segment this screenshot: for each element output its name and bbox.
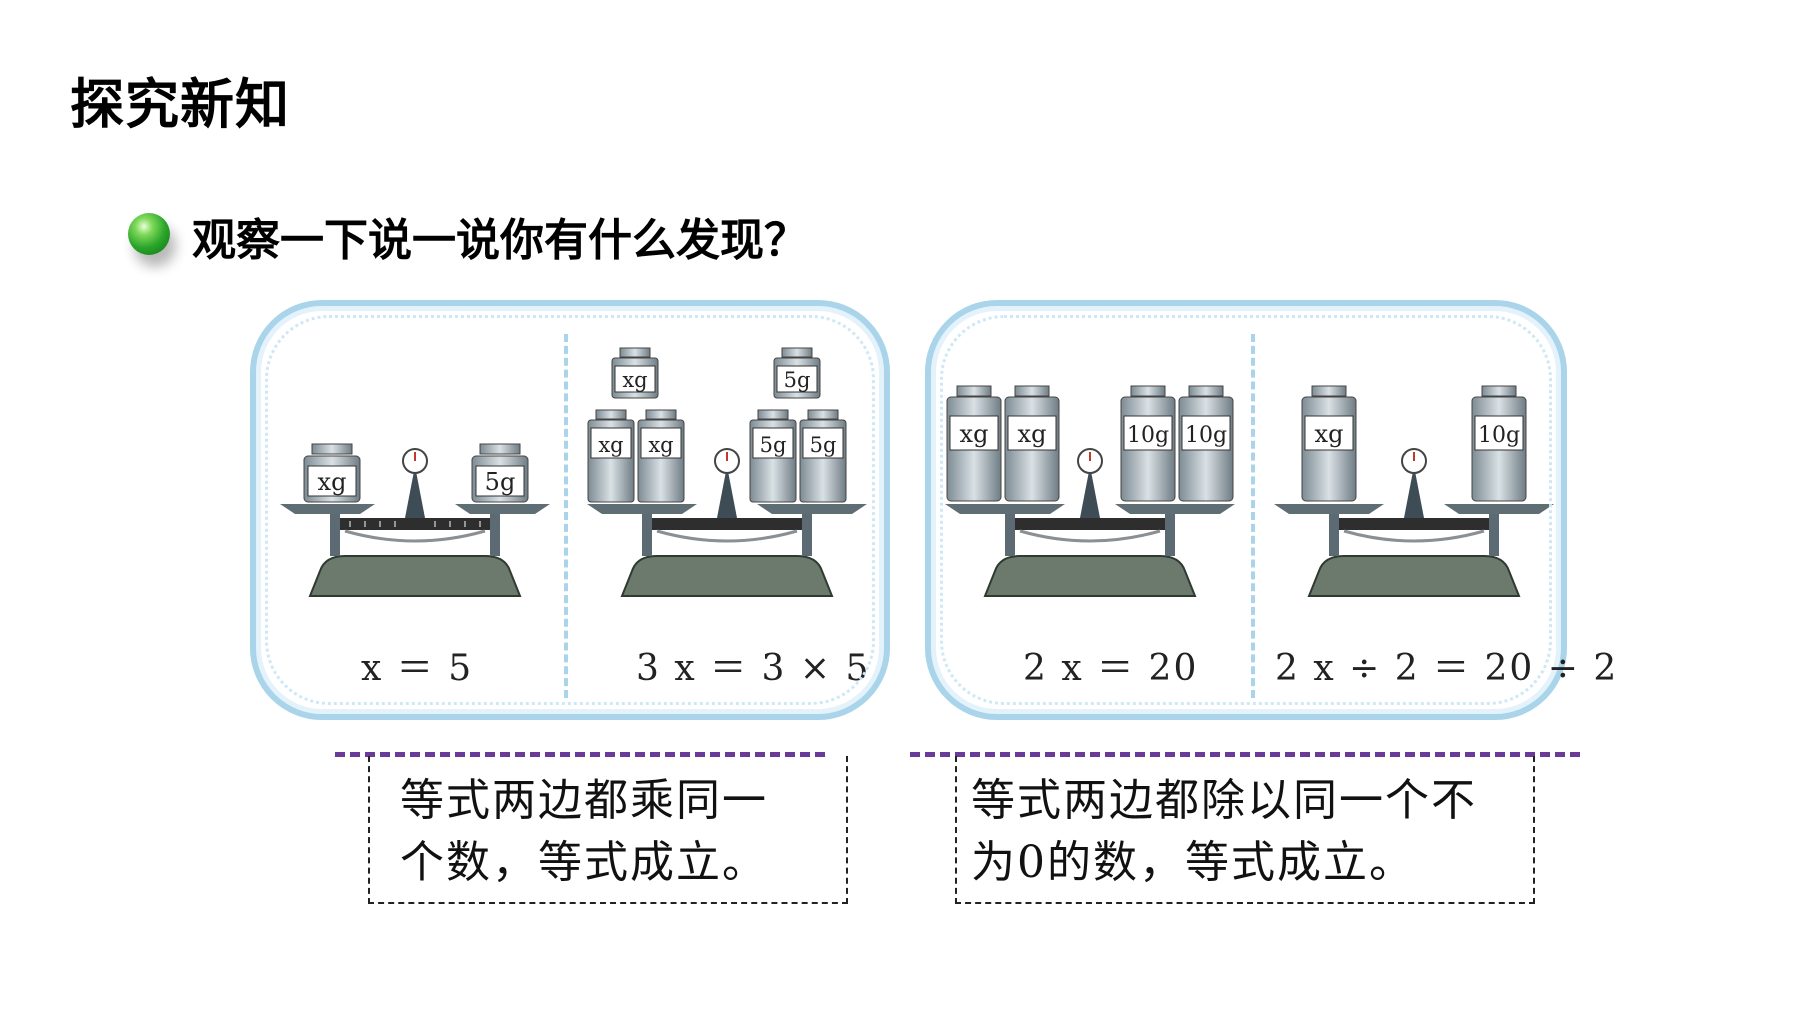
weight-label: 5g: [485, 468, 516, 496]
bullet-icon: [128, 213, 170, 255]
weight-label: 10g: [1127, 423, 1169, 448]
equation-4: 2 x ÷ 2 ＝ 20 ÷ 2: [1275, 648, 1619, 689]
note-line: 等式两边都乘同一: [400, 775, 768, 826]
balance-scale-1: xg 5g: [280, 443, 550, 597]
purple-dashed-line-right: [910, 752, 1580, 757]
weight-label: xg: [1315, 420, 1344, 448]
conclusion-note-multiply: 等式两边都乘同一 个数，等式成立。: [368, 756, 848, 904]
balance-scale-3: xg xg 10g 10g: [945, 385, 1235, 597]
question-prompt: 观察一下说一说你有什么发现？: [192, 215, 808, 266]
scale-base: [945, 448, 1235, 597]
weight-label: xg: [1018, 420, 1047, 448]
scale-base: [587, 448, 867, 597]
balance-scale-4: xg 10g: [1274, 385, 1554, 597]
left-weight: xg: [303, 443, 361, 503]
right-weight: 5g: [471, 443, 529, 503]
balance-panel-multiply: xg 5g x ＝ 5 xg xg xg: [250, 300, 890, 720]
note-line: 等式两边都除以同一个不: [971, 775, 1477, 826]
weight-label: xg: [960, 420, 989, 448]
balance-scale-2: xg xg xg 5g 5g 5g: [587, 347, 867, 597]
equation-1: x ＝ 5: [361, 648, 474, 689]
page-title: 探究新知: [70, 73, 290, 136]
weight-label: 5g: [760, 433, 787, 457]
right-weight-stack: 5g 5g 5g: [749, 347, 847, 503]
weight-label: 10g: [1185, 423, 1227, 448]
panel-divider: [1251, 334, 1255, 698]
note-line: 个数，等式成立。: [400, 837, 768, 888]
conclusion-note-divide: 等式两边都除以同一个不 为0的数，等式成立。: [955, 756, 1535, 904]
left-weight: xg: [1301, 385, 1357, 502]
note-line: 为0的数，等式成立。: [971, 837, 1415, 888]
right-weight: 10g: [1471, 385, 1527, 502]
weight-label: 5g: [810, 433, 837, 457]
equation-2: 3 x ＝ 3 × 5: [636, 648, 871, 689]
balance-panel-divide: xg xg 10g 10g 2 x ＝ 20 xg: [925, 300, 1616, 720]
weight-label: xg: [598, 433, 623, 457]
weight-label: xg: [318, 468, 347, 496]
weight-label: xg: [648, 433, 673, 457]
scale-base: [280, 448, 550, 597]
panel-divider: [564, 334, 568, 698]
weight-label: xg: [622, 368, 647, 392]
purple-dashed-line-left: [335, 752, 825, 757]
weight-label: 5g: [784, 368, 811, 392]
weight-label: 10g: [1478, 423, 1520, 448]
scale-base: [1274, 448, 1554, 597]
right-weights: 10g 10g: [1120, 385, 1234, 502]
left-weight-stack: xg xg xg: [587, 347, 685, 503]
equation-3: 2 x ＝ 20: [1023, 648, 1199, 689]
left-weights: xg xg: [946, 385, 1060, 502]
